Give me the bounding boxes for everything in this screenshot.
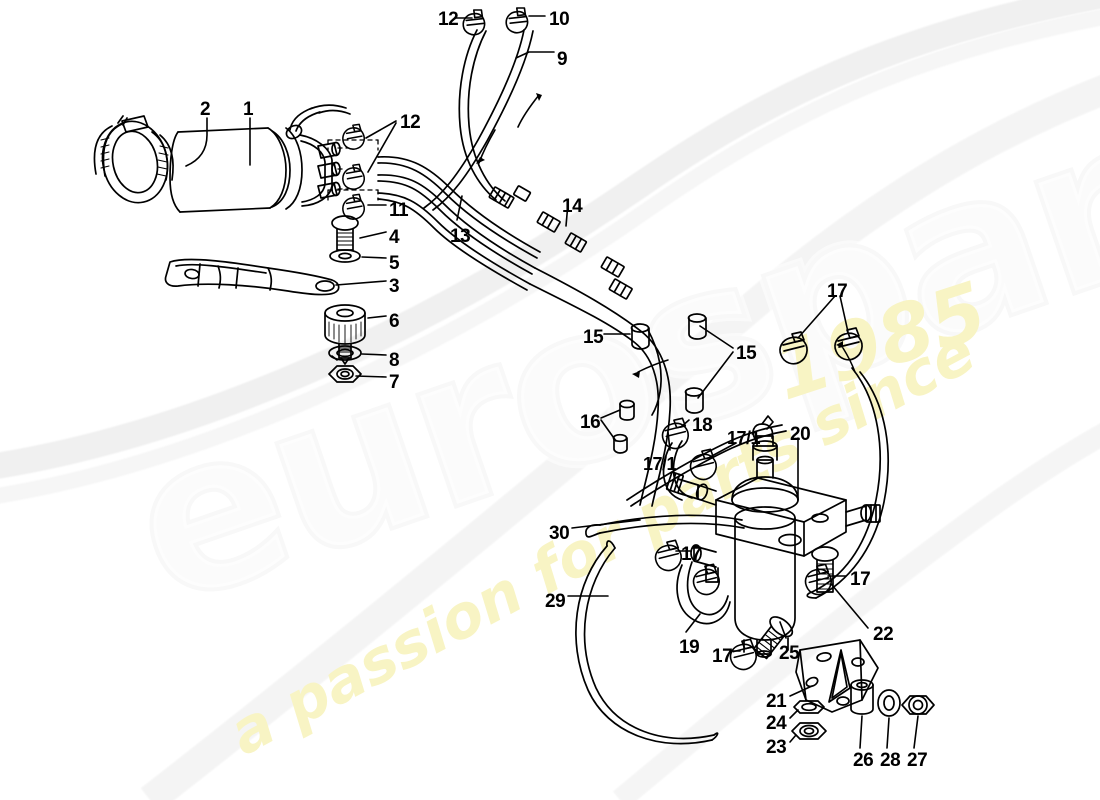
callout-25: 25 — [779, 643, 800, 664]
clip-12-top — [462, 9, 486, 36]
part-5-washer — [329, 249, 361, 263]
callout-4: 4 — [389, 227, 400, 248]
callout-17: 17 — [850, 569, 871, 590]
part-15-sleeve-a — [630, 323, 650, 350]
callout-7: 7 — [389, 372, 400, 393]
callout-28: 28 — [880, 750, 901, 771]
part-28-washer — [877, 689, 901, 717]
callout-14: 14 — [562, 196, 583, 217]
part-8-lock-washer — [328, 345, 362, 361]
callout-1: 1 — [243, 99, 254, 120]
part-20-fuel-filter — [665, 415, 881, 658]
callout-2: 2 — [200, 99, 211, 120]
callout-26: 26 — [853, 750, 874, 771]
part-24-washer — [793, 700, 825, 714]
clip-10-top — [505, 7, 529, 34]
part-9-upper-hoses — [423, 29, 542, 211]
part-17-clamps — [654, 327, 863, 671]
part-13-fuel-lines — [377, 155, 541, 291]
callout-29: 29 — [545, 591, 566, 612]
leader-lines — [185, 15, 919, 749]
callout-20: 20 — [790, 424, 811, 445]
callout-16: 16 — [580, 412, 601, 433]
part-25-bolt — [753, 616, 794, 660]
callout-3: 3 — [389, 276, 400, 297]
callout-22: 22 — [873, 624, 894, 645]
callout-13: 13 — [450, 226, 471, 247]
line-couplings — [488, 185, 633, 300]
callout-5: 5 — [389, 253, 400, 274]
callout-17: 17 — [712, 646, 733, 667]
callout-21: 21 — [766, 691, 787, 712]
part-6-rubber-mount — [324, 304, 366, 365]
part-15-sleeve-c — [684, 387, 704, 414]
callout-11: 11 — [389, 200, 409, 221]
routed-fuel-lines — [529, 267, 889, 745]
callout-19: 19 — [679, 637, 700, 658]
callout-17-1: 17/1 — [727, 428, 761, 448]
part-7-hex-nut — [328, 365, 362, 383]
callout-15: 15 — [583, 327, 604, 348]
part-4-bolt — [331, 215, 359, 251]
callout-27: 27 — [907, 750, 928, 771]
part-12-hose-clips — [327, 123, 379, 220]
part-26-spacer — [850, 679, 874, 715]
callout-10: 10 — [549, 9, 570, 30]
callout-23: 23 — [766, 737, 787, 758]
callout-24: 24 — [766, 713, 787, 734]
part-17-clamp-left — [654, 539, 682, 572]
part-3-bracket — [164, 258, 340, 296]
callout-12: 12 — [400, 112, 421, 133]
part-27-hex-nut — [901, 695, 935, 715]
callout-9: 9 — [557, 49, 568, 70]
part-16-sleeve-a — [619, 399, 635, 421]
callout-6: 6 — [389, 311, 400, 332]
part-16-sleeve-b — [612, 433, 628, 454]
part-23-hex-nut — [791, 722, 827, 740]
part-15-sleeve-b — [687, 313, 707, 340]
callout-17-1: 17/1 — [643, 454, 677, 474]
part-1-fuel-pump — [169, 104, 351, 213]
callout-17: 17 — [827, 281, 848, 302]
part-2-hose-clamp-band — [93, 115, 174, 204]
callout-18: 18 — [692, 415, 713, 436]
callout-8: 8 — [389, 350, 400, 371]
callout-15: 15 — [736, 343, 757, 364]
callout-17: 17 — [681, 544, 702, 565]
callout-30: 30 — [549, 523, 570, 544]
callout-12: 12 — [438, 9, 459, 30]
